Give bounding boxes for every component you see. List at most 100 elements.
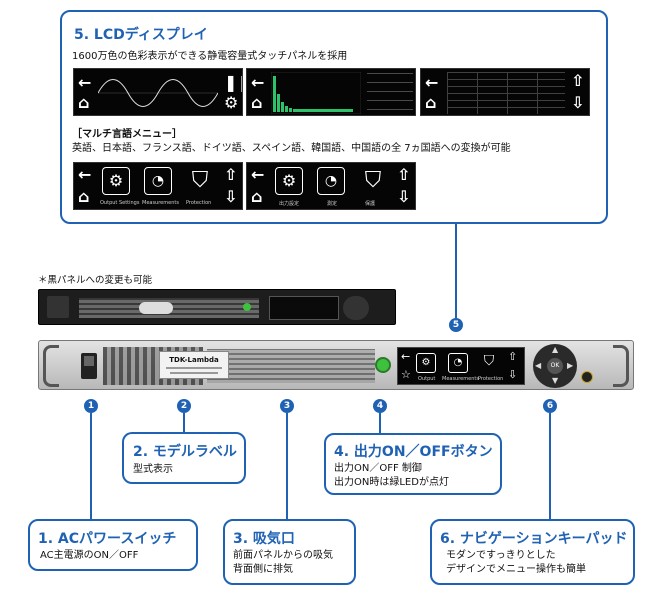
callout-3-line1: 前面パネルからの吸気 [233, 550, 333, 561]
lcd-box-desc: 1600万色の色彩表示ができる静電容量式タッチパネルを採用 [72, 51, 348, 62]
callout-output-button [324, 433, 502, 495]
connector-5 [455, 224, 457, 318]
black-panel-note: ＊黒パネルへの変更も可能 [38, 275, 153, 286]
callout-2-line1: 型式表示 [133, 464, 173, 475]
lcd-label-output: Output [418, 376, 436, 382]
down-arrow-icon: ⇩ [508, 368, 518, 381]
connector-6 [549, 413, 551, 519]
up-arrow-icon: ⇧ [508, 350, 518, 363]
ok-button[interactable]: OK [547, 358, 563, 374]
left-handle [43, 345, 59, 387]
callout-nav-keypad [430, 519, 635, 585]
menu-label-protection: Protection [186, 200, 212, 206]
back-arrow-icon: ← [78, 73, 92, 92]
lcd-box-title: 5. LCDディスプレイ [74, 27, 208, 43]
right-key-icon[interactable]: ▶ [567, 361, 574, 370]
down-arrow-icon: ⇩ [224, 187, 238, 206]
ac-power-switch[interactable] [81, 353, 97, 379]
callout-3-line2: 背面側に排気 [233, 564, 293, 575]
callout-intake [223, 519, 356, 585]
home-icon: ⌂ [78, 187, 90, 206]
callout-1-line1: AC主電源のON／OFF [40, 550, 139, 561]
lcd-screen-menu-ja: ← ⌂ ⚙ ◔ ⛉ 出力設定 測定 保護 ⇧ ⇩ [246, 162, 416, 210]
brand-logo: TDK-Lambda [169, 356, 219, 364]
callout-1-title: 1. ACパワースイッチ [38, 531, 177, 547]
measurements-icon: ◔ [144, 167, 172, 195]
back-arrow-icon: ← [425, 73, 439, 92]
output-icon: ⚙ [416, 353, 436, 373]
callout-4-title: 4. 出力ON／OFFボタン [334, 444, 493, 460]
measurements-icon: ◔ [448, 353, 468, 373]
down-arrow-icon: ⇩ [397, 187, 411, 206]
lcd-screen-waveform: ← ⌂ ❚❚ ⚙ [73, 68, 243, 116]
connector-2 [183, 413, 185, 432]
marker-1: 1 [84, 399, 98, 413]
protection-icon: ⛉ [191, 168, 209, 193]
model-label: TDK-Lambda [159, 351, 229, 379]
lcd-screen-histogram: ← ⌂ [246, 68, 416, 116]
menu-label-measurements: Measurements [142, 200, 179, 206]
marker-3: 3 [280, 399, 294, 413]
data-table [447, 72, 565, 114]
output-on-off-button[interactable] [375, 357, 391, 373]
waveform-graph [98, 79, 218, 107]
menu-desc: 英語、日本語、フランス語、ドイツ語、スペイン語、韓国語、中国語の全 7ヵ国語への… [72, 143, 511, 154]
lcd-label-measurements: Measurements [442, 376, 479, 382]
measurements-icon: ◔ [317, 167, 345, 195]
callout-4-line1: 出力ON／OFF 制御 [334, 463, 422, 474]
connector-3 [286, 413, 288, 519]
protection-icon: ⛉ [483, 353, 495, 369]
down-arrow-icon: ⇩ [571, 93, 585, 112]
lcd-screen-menu-en: ← ⌂ ⚙ ◔ ⛉ Output Settings Measurements P… [73, 162, 243, 210]
marker-5: 5 [449, 318, 463, 332]
black-panel-unit [38, 289, 396, 325]
callout-3-title: 3. 吸気口 [233, 531, 295, 547]
output-settings-icon: ⚙ [275, 167, 303, 195]
home-icon: ⌂ [251, 93, 263, 112]
callout-ac-switch [28, 519, 198, 571]
up-arrow-icon: ⇧ [224, 165, 238, 184]
up-arrow-icon: ⇧ [571, 71, 585, 90]
back-arrow-icon: ← [401, 350, 411, 363]
return-button[interactable] [581, 371, 593, 383]
home-icon: ⌂ [78, 93, 90, 112]
navigation-keypad[interactable]: OK ▲ ▼ ◀ ▶ [533, 344, 577, 388]
home-icon: ⌂ [251, 187, 263, 206]
callout-6-line1: モダンですっきりとした [446, 550, 556, 561]
right-handle [613, 345, 629, 387]
callout-6-line2: デザインでメニュー操作も簡単 [446, 564, 586, 575]
left-key-icon[interactable]: ◀ [535, 361, 542, 370]
menu-label-protection-ja: 保護 [365, 201, 376, 207]
menu-heading: ［マルチ言語メニュー］ [72, 129, 182, 140]
back-arrow-icon: ← [251, 165, 265, 184]
callout-4-line2: 出力ON時は緑LEDが点灯 [334, 477, 449, 488]
intake-vent-main [207, 349, 375, 383]
connector-1 [90, 413, 92, 519]
front-lcd[interactable]: ← ☆ ⚙ ◔ ⛉ Output Measurements Protection… [397, 347, 525, 385]
callout-6-title: 6. ナビゲーションキーパッド [440, 531, 628, 547]
lcd-screen-table: ← ⌂ ⇧ ⇩ [420, 68, 590, 116]
home-icon: ⌂ [425, 93, 437, 112]
protection-icon: ⛉ [364, 168, 382, 193]
menu-label-measurements-ja: 測定 [327, 201, 338, 207]
marker-6: 6 [543, 399, 557, 413]
star-icon: ☆ [401, 368, 411, 381]
gear-icon: ⚙ [224, 93, 239, 112]
marker-2: 2 [177, 399, 191, 413]
histogram-stats [367, 73, 413, 113]
up-key-icon[interactable]: ▲ [552, 345, 559, 354]
callout-model-label [122, 432, 246, 484]
menu-label-output-ja: 出力設定 [279, 201, 300, 207]
front-panel: TDK-Lambda ← ☆ ⚙ ◔ ⛉ Output Measurements… [38, 340, 634, 390]
marker-4: 4 [373, 399, 387, 413]
down-key-icon[interactable]: ▼ [552, 376, 559, 385]
histogram-graph [271, 72, 361, 114]
pause-icon: ❚❚ [224, 73, 242, 92]
back-arrow-icon: ← [78, 165, 92, 184]
menu-label-output: Output Settings [100, 200, 140, 206]
connector-4 [379, 413, 381, 434]
output-settings-icon: ⚙ [102, 167, 130, 195]
callout-2-title: 2. モデルラベル [133, 444, 237, 460]
up-arrow-icon: ⇧ [397, 165, 411, 184]
lcd-label-protection: Protection [478, 376, 504, 382]
